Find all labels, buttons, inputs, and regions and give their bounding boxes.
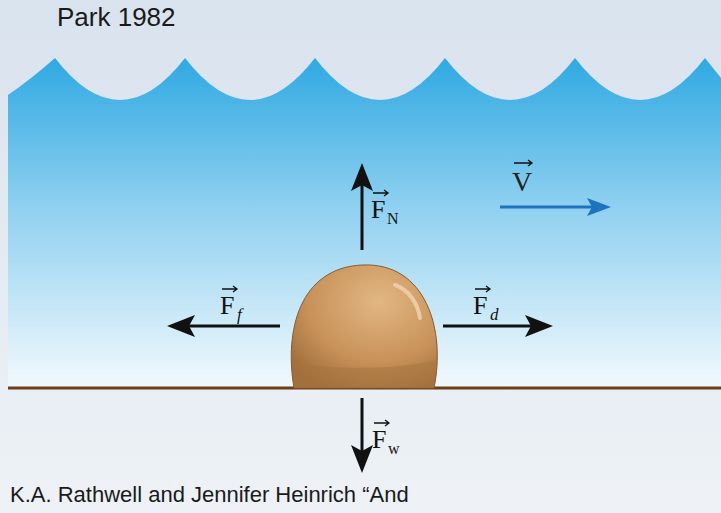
vector-mark [374, 420, 389, 426]
force-subscript: f [237, 306, 242, 323]
vector-marks [222, 160, 532, 426]
force-subscript: N [387, 211, 399, 227]
label-holder: V [512, 168, 532, 196]
label-holder: F [473, 293, 487, 319]
force-arrow [443, 325, 532, 328]
label-holder: F [372, 427, 386, 453]
velocity-symbol: V [512, 168, 532, 196]
arrow-head [587, 198, 611, 216]
label-holder: d [490, 306, 499, 324]
force-symbol: F [220, 293, 234, 319]
rock [291, 265, 437, 388]
label-holder: w [388, 440, 400, 458]
force-symbol: F [372, 427, 386, 453]
arrow-head [351, 445, 373, 473]
force-subscript: d [490, 306, 499, 323]
vector-mark [514, 160, 532, 166]
force-arrow [361, 398, 364, 452]
label-holder: f [237, 306, 242, 324]
arrow-head [167, 315, 195, 337]
vector-mark [222, 286, 237, 292]
vector-mark [373, 190, 388, 196]
arrow-head [351, 163, 373, 191]
label-holder: F [220, 293, 234, 319]
arrow-head [525, 315, 553, 337]
label-holder: Park 1982 [57, 4, 176, 30]
label-holder: F [371, 197, 385, 223]
force-symbol: F [473, 293, 487, 319]
source-title: Park 1982 [57, 4, 176, 30]
water-body [8, 58, 721, 388]
force-subscript: w [388, 441, 400, 457]
label-holder: K.A. Rathwell and Jennifer Heinrich “And [10, 484, 409, 506]
citation-text: K.A. Rathwell and Jennifer Heinrich “And [10, 484, 409, 506]
velocity-arrow [500, 206, 592, 209]
force-symbol: F [371, 197, 385, 223]
label-holder: N [387, 210, 399, 228]
vector-mark [475, 286, 490, 292]
rock-highlight [395, 285, 420, 318]
force-arrow [361, 184, 364, 250]
rock-shadow [292, 360, 436, 388]
force-arrow [188, 325, 280, 328]
